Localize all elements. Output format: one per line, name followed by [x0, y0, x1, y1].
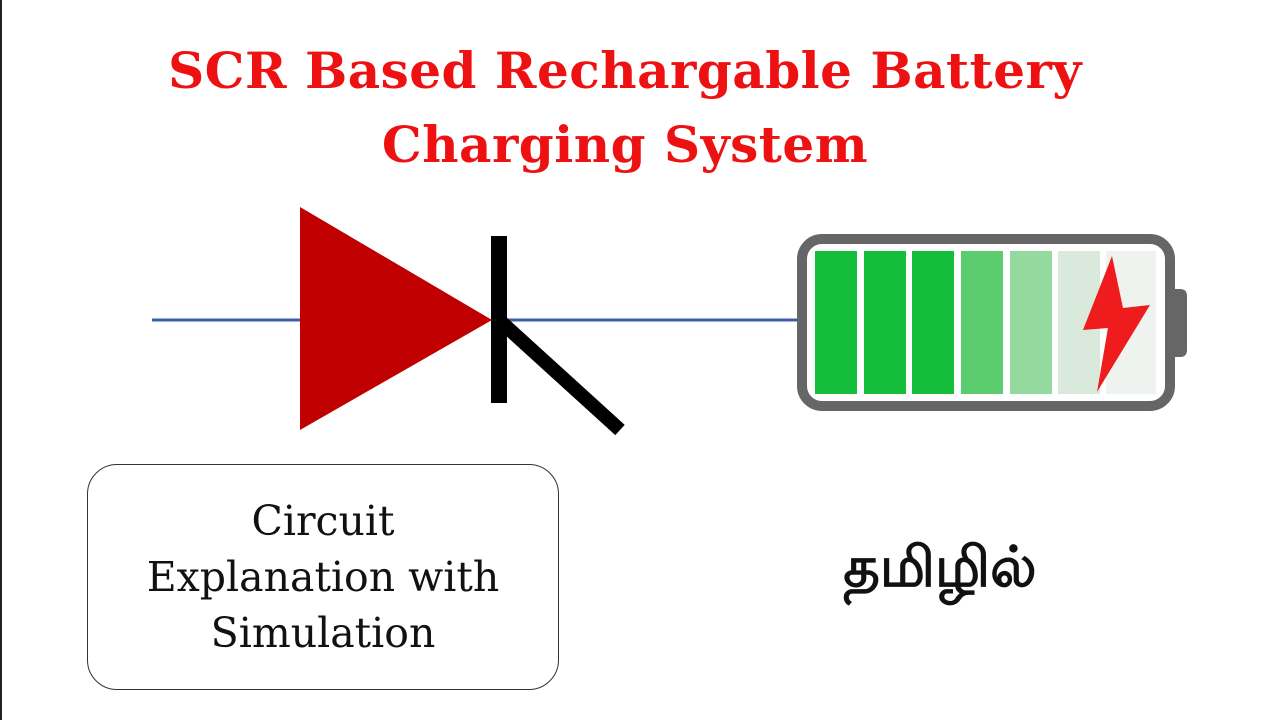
title-line-2: Charging System: [381, 115, 869, 174]
caption-line-2: Explanation with: [146, 553, 500, 601]
battery-cell-1: [815, 251, 857, 394]
title-line-1: SCR Based Rechargable Battery: [168, 41, 1082, 100]
battery-cell-5: [1010, 251, 1052, 394]
scr-symbol-icon: [300, 207, 625, 436]
battery-cell-4: [961, 251, 1003, 394]
language-label: தமிழில்: [843, 535, 1037, 600]
battery-icon: [797, 234, 1187, 411]
lightning-bolt-icon: [1083, 256, 1150, 392]
battery-terminal: [1170, 289, 1187, 357]
battery-cell-2: [864, 251, 906, 394]
caption-box: Circuit Explanation with Simulation: [87, 464, 559, 690]
caption-line-3: Simulation: [210, 609, 436, 657]
caption-line-1: Circuit: [251, 497, 395, 545]
battery-cell-3: [912, 251, 954, 394]
scr-anode-triangle: [300, 207, 492, 430]
scr-gate-lead: [494, 314, 625, 436]
left-border: [0, 0, 2, 720]
